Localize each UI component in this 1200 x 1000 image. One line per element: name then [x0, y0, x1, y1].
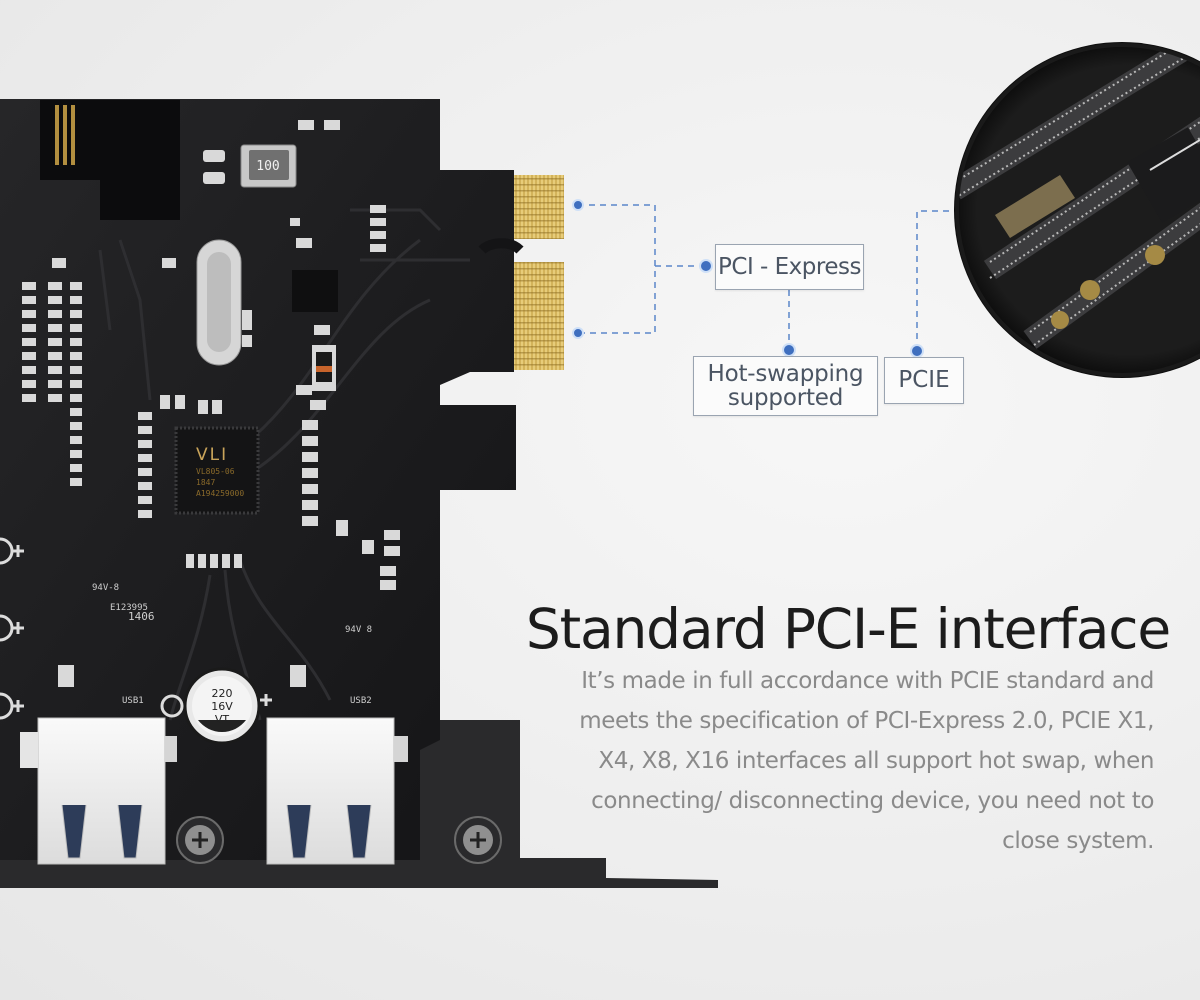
hot-swapping-line-2: supported: [727, 385, 844, 411]
electrolytic-capacitor: 220 16V VT: [183, 667, 261, 745]
cert-mark-2: E123995: [110, 603, 148, 613]
usb-controller-chip: VLI VL805-06 1847 A194259000: [174, 426, 260, 515]
pci-express-label: PCI - Express: [715, 244, 864, 290]
chip-lot: 1847: [196, 478, 215, 487]
headline: Standard PCI-E interface: [525, 596, 1171, 661]
capacitor-line-3: VT: [215, 713, 230, 726]
mounting-screw-left: [176, 816, 224, 864]
pcie-label: PCIE: [884, 357, 964, 404]
chip-model: VL805-06: [196, 467, 235, 476]
usb2-label: USB2: [350, 696, 372, 706]
capacitor-line-1: 220: [212, 687, 233, 700]
motherboard-zoom-photo: [954, 42, 1200, 378]
side-connectors: [0, 537, 272, 720]
description: It’s made in full accordance with PCIE s…: [500, 661, 1154, 861]
crystal-oscillator: [196, 239, 242, 366]
smd-components: [22, 120, 400, 687]
cert-mark-1: 94V-8: [92, 583, 119, 593]
description-line-1: It’s made in full accordance with PCIE s…: [581, 668, 1154, 694]
description-line-4: connecting/ disconnecting device, you ne…: [591, 788, 1154, 814]
usb-port-2: [266, 717, 408, 865]
diode: [312, 345, 336, 391]
description-line-5: close system.: [1002, 828, 1154, 854]
eeprom-chip: [292, 270, 338, 312]
pin-header: [40, 100, 180, 220]
description-line-2: meets the specification of PCI-Express 2…: [579, 708, 1154, 734]
capacitor-line-2: 16V: [211, 700, 233, 713]
cert-mark-right: 94V 8: [345, 625, 372, 635]
inductor: 100: [240, 144, 297, 188]
hot-swapping-label: Hot-swapping supported: [693, 356, 878, 416]
cert-mark-3: 1406: [128, 610, 155, 623]
inductor-value: 100: [256, 159, 279, 174]
mounting-screw-right: [454, 816, 502, 864]
pcie-gold-fingers: [478, 175, 564, 370]
usb1-label: USB1: [122, 696, 144, 706]
chip-serial: A194259000: [196, 489, 244, 498]
usb-port-1: [20, 717, 177, 865]
description-line-3: X4, X8, X16 interfaces all support hot s…: [598, 748, 1154, 774]
silkscreen-text: 94V-8 E123995 1406 94V 8 USB1 USB2: [92, 583, 372, 706]
hot-swapping-line-1: Hot-swapping: [707, 361, 864, 387]
chip-brand: VLI: [196, 445, 228, 465]
callout-lines: [578, 204, 965, 350]
